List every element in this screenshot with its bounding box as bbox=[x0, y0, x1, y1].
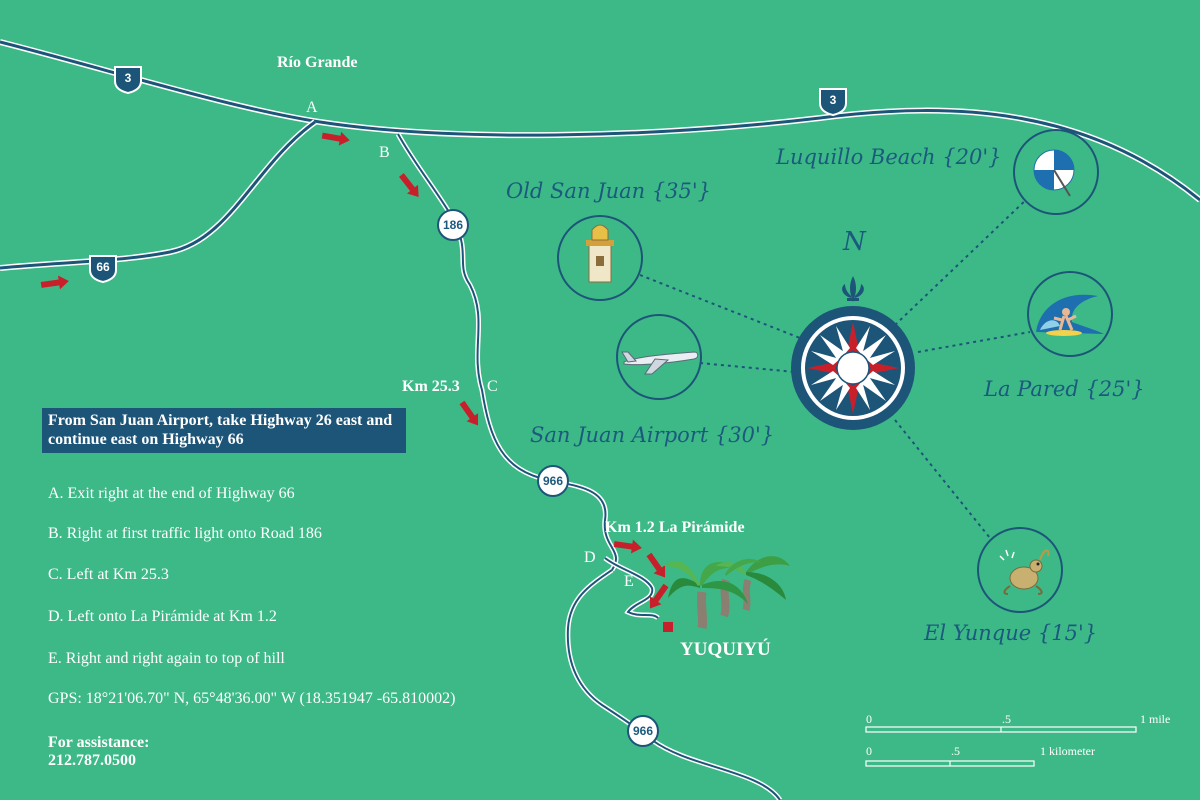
assistance-block: For assistance: 212.787.0500 bbox=[48, 734, 149, 770]
road-186-marker: 186 bbox=[437, 209, 469, 241]
road-966 bbox=[565, 567, 783, 800]
compass-north-label: N bbox=[842, 227, 867, 257]
surfer-icon bbox=[1036, 294, 1104, 336]
direction-arrow bbox=[40, 274, 70, 292]
direction-step-a: A. Exit right at the end of Highway 66 bbox=[48, 485, 295, 502]
san-juan-airport-label: San Juan Airport {30'} bbox=[530, 423, 774, 447]
direction-arrow bbox=[613, 537, 643, 555]
highway-3-shield-west: 3 bbox=[114, 66, 142, 94]
la-pared-label: La Pared {25'} bbox=[983, 377, 1145, 401]
km-25-3-label: Km 25.3 bbox=[402, 378, 460, 395]
airplane-icon bbox=[621, 351, 699, 375]
compass-connectors bbox=[639, 195, 1031, 549]
assistance-phone: 212.787.0500 bbox=[48, 752, 136, 769]
old-san-juan-medallion bbox=[557, 215, 643, 301]
svg-text:186: 186 bbox=[443, 218, 463, 232]
highway-66-road bbox=[0, 119, 317, 271]
waypoint-e-label: E bbox=[624, 573, 634, 590]
el-yunque-label: El Yunque {15'} bbox=[923, 621, 1097, 645]
svg-text:1 mile: 1 mile bbox=[1140, 712, 1170, 726]
luquillo-beach-label: Luquillo Beach {20'} bbox=[775, 145, 1001, 169]
highway-3-shield-east: 3 bbox=[819, 88, 847, 116]
direction-arrow bbox=[456, 398, 484, 430]
waypoint-d-label: D bbox=[584, 549, 596, 566]
lighthouse-icon bbox=[586, 224, 614, 283]
waypoint-c-label: C bbox=[487, 378, 498, 395]
directions-header: From San Juan Airport, take Highway 26 e… bbox=[42, 408, 406, 453]
svg-text:1 kilometer: 1 kilometer bbox=[1040, 744, 1095, 758]
direction-step-e: E. Right and right again to top of hill bbox=[48, 650, 285, 667]
svg-text:966: 966 bbox=[543, 474, 563, 488]
assistance-label: For assistance: bbox=[48, 734, 150, 751]
svg-text:3: 3 bbox=[125, 71, 132, 85]
svg-text:3: 3 bbox=[830, 93, 837, 107]
fleur-de-lis-icon bbox=[842, 276, 864, 302]
compass-rose bbox=[791, 276, 915, 430]
yuquiyu-location-marker bbox=[663, 622, 673, 632]
luquillo-beach-medallion bbox=[1013, 129, 1099, 215]
palm-trees-icon bbox=[664, 556, 790, 629]
svg-text:66: 66 bbox=[96, 260, 110, 274]
gps-coordinates: GPS: 18°21'06.70" N, 65°48'36.00" W (18.… bbox=[48, 690, 456, 707]
san-juan-airport-medallion bbox=[616, 314, 702, 400]
road-966-marker-north: 966 bbox=[537, 465, 569, 497]
direction-step-c: C. Left at Km 25.3 bbox=[48, 566, 169, 583]
highway-66-shield: 66 bbox=[89, 255, 117, 283]
waypoint-b-label: B bbox=[379, 144, 390, 161]
old-san-juan-label: Old San Juan {35'} bbox=[506, 179, 711, 203]
direction-arrow bbox=[320, 128, 352, 148]
coqui-frog-icon bbox=[999, 549, 1050, 595]
km-1-2-label: Km 1.2 La Pirámide bbox=[605, 519, 745, 536]
direction-step-d: D. Left onto La Pirámide at Km 1.2 bbox=[48, 608, 277, 625]
beach-umbrella-icon bbox=[1033, 149, 1075, 197]
svg-text:0: 0 bbox=[866, 712, 872, 726]
highway-3-road bbox=[0, 39, 1200, 203]
rio-grande-label: Río Grande bbox=[277, 54, 357, 71]
scale-bar-mile: 0 .5 1 mile bbox=[865, 712, 1170, 733]
svg-text:0: 0 bbox=[866, 744, 872, 758]
la-pared-medallion bbox=[1027, 271, 1113, 357]
svg-text:.5: .5 bbox=[951, 744, 960, 758]
direction-step-b: B. Right at first traffic light onto Roa… bbox=[48, 525, 322, 542]
direction-arrow bbox=[395, 170, 425, 202]
road-966-marker-south: 966 bbox=[627, 715, 659, 747]
el-yunque-medallion bbox=[977, 527, 1063, 613]
scale-bar-km: 0 .5 1 kilometer bbox=[865, 744, 1095, 767]
svg-text:966: 966 bbox=[633, 724, 653, 738]
compass-points bbox=[807, 322, 899, 414]
road-la-piramide bbox=[603, 555, 660, 621]
yuquiyu-label: YUQUIYÚ bbox=[680, 638, 771, 660]
waypoint-a-label: A bbox=[306, 99, 318, 116]
svg-text:.5: .5 bbox=[1002, 712, 1011, 726]
